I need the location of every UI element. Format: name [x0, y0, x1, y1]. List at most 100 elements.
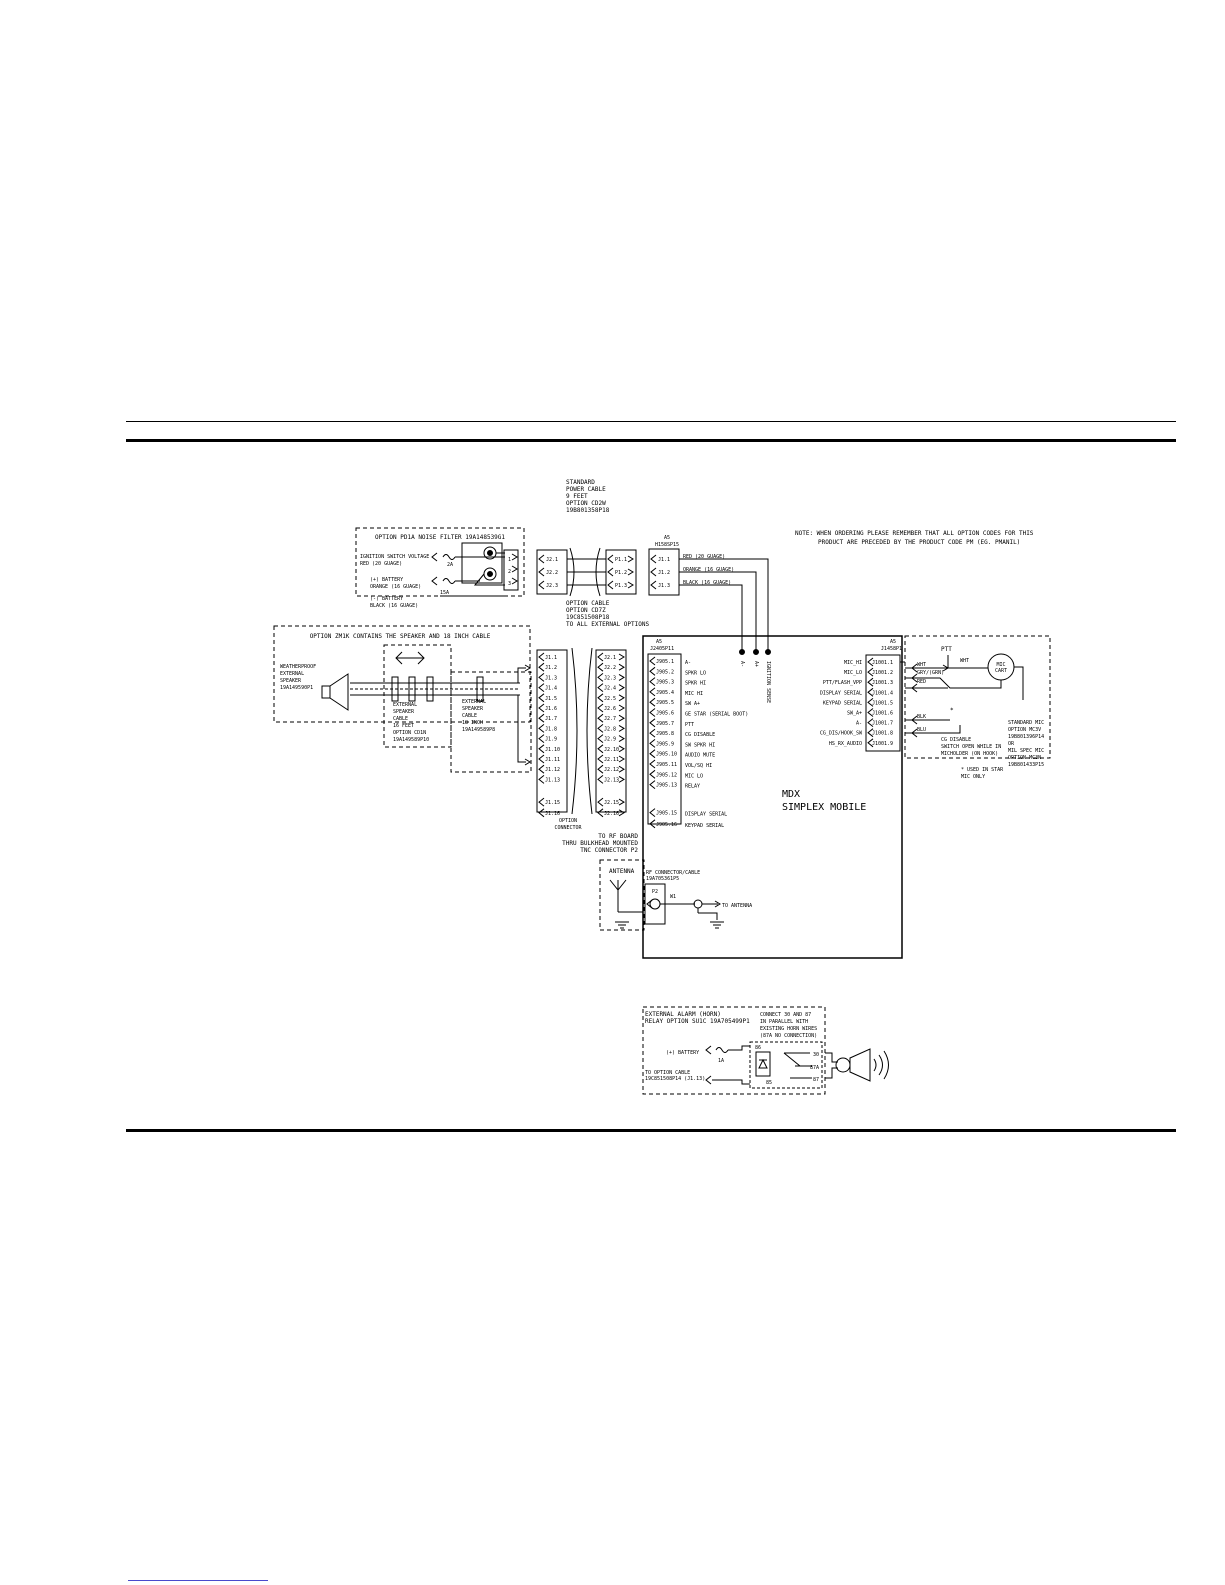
speaker-label: WEATHERPROOF: [280, 664, 316, 670]
j1001-signal: MIC_LO: [844, 670, 862, 676]
mic-wire-grn: GRY/(GRN): [917, 670, 944, 676]
cable-18in-label: 19A149589P8: [462, 727, 495, 733]
cable-ferrule-icon: [426, 676, 434, 702]
j2405-signal: A-: [685, 660, 691, 666]
j2405-pin: J905.3: [656, 680, 674, 686]
alarm-connect-note: (87A NO CONNECTION): [760, 1033, 817, 1039]
j1001-pin: J1001.3: [872, 680, 893, 686]
relay-pin-87a: 87A: [810, 1065, 819, 1071]
contact-chevron: [597, 673, 604, 682]
page-link-underline: [128, 1580, 268, 1581]
standard-mic-label: OPTION MC3V: [1008, 727, 1041, 733]
contact-chevron: [597, 713, 604, 723]
contact-chevron: [597, 662, 604, 672]
cg-disable-label: SWITCH OPEN WHILE IN: [941, 744, 1001, 750]
ignition-wire: [679, 558, 769, 652]
antenna-box: [599, 859, 645, 931]
mic-wire: [905, 725, 961, 734]
option-j2-pin: J2.11: [604, 757, 619, 763]
w1-label: W1: [670, 894, 676, 900]
fuse-15a-icon: [442, 578, 456, 584]
contact-chevron: [597, 652, 604, 662]
junction-dot-icon: [753, 649, 759, 655]
option-j2-pin: J2.3: [604, 675, 616, 681]
star-mic-footnote: * USED IN STAR: [961, 767, 1004, 773]
ext-cable-18in-box: [450, 671, 532, 773]
contact-chevron: [649, 677, 656, 686]
header-rule-thick: [126, 439, 1176, 442]
option-j2-pin: J2.4: [604, 686, 616, 692]
j1001-pin: J1001.5: [872, 700, 893, 706]
ignition-label: RED (20 GUAGE): [360, 561, 402, 567]
arrow-head: [618, 724, 625, 732]
alarm-wire: [712, 1079, 750, 1085]
cable-18in-label: 18 INCH: [462, 720, 483, 726]
a5-wire-label: BLACK (16 GUAGE): [683, 580, 731, 586]
j2405-pin: J905.5: [656, 700, 674, 706]
j2405-pin: J905.15: [656, 811, 677, 817]
arrow-head: [618, 745, 625, 753]
option-connector-caption: CONNECTOR: [554, 825, 582, 831]
junction-dot-icon: [739, 649, 745, 655]
j2405-signal: CG DISABLE: [685, 732, 715, 738]
j2405-signal: MIC LO: [685, 773, 703, 779]
arrow-head: [618, 809, 625, 817]
contact-chevron: [538, 724, 545, 733]
fuse-2a-label: 2A: [447, 562, 453, 568]
option-j1-pin: J1.13: [545, 777, 560, 783]
contact-chevron: [649, 749, 656, 759]
arrow-head: [627, 555, 634, 563]
contact-chevron: [649, 687, 656, 697]
contact-chevron: [597, 693, 604, 703]
arrow-head: [618, 755, 625, 763]
option-j1-pin: J1.15: [545, 800, 560, 806]
option-j2-pin: J2.13: [604, 777, 619, 783]
j1001-signal: MIC_HI: [844, 660, 862, 666]
contact-chevron: [649, 697, 656, 707]
mic-cart-label: CART: [995, 668, 1007, 674]
alarm-title: RELAY OPTION SU1C 19A705499P1: [645, 1018, 750, 1025]
j2405-pin: J905.4: [656, 690, 674, 696]
contact-chevron: [867, 718, 874, 727]
antenna-label: ANTENNA: [609, 868, 635, 875]
contact-chevron: [538, 580, 545, 590]
option-j2-pin: J2.2: [604, 665, 616, 671]
sound-wave-icon: [873, 1050, 889, 1080]
contact-chevron: [538, 683, 545, 692]
order-note: NOTE: WHEN ORDERING PLEASE REMEMBER THAT…: [795, 530, 1034, 537]
speaker-label: EXTERNAL: [280, 671, 304, 677]
j2405-signal: SW A+: [685, 701, 700, 707]
mdx-main-box: [642, 635, 903, 959]
j1001-pin: J1001.4: [872, 690, 893, 696]
contact-chevron: [597, 764, 604, 774]
j1001-signal: KEYPAD SERIAL: [823, 700, 862, 706]
arrow-head: [618, 684, 625, 692]
contact-chevron: [538, 797, 545, 807]
j2405-block: [647, 653, 682, 825]
alarm-cable-label: TO OPTION CABLE: [645, 1070, 690, 1076]
rf-connector-label: RF CONNECTOR/CABLE: [646, 870, 700, 876]
contact-chevron: [538, 754, 545, 764]
double-arrow-icon: [395, 651, 425, 665]
cable-16ft-label: EXTERNAL: [393, 702, 417, 708]
alarm-fuse-label: 1A: [718, 1058, 724, 1064]
contact-chevron: [597, 683, 604, 692]
tap-a-plus: A+: [753, 661, 759, 667]
contact-chevron: [431, 552, 438, 562]
relay-box: [749, 1041, 823, 1089]
contact-chevron: [705, 1075, 712, 1085]
mic-wire-wht: WHT: [960, 658, 969, 664]
speaker-icon: [329, 673, 349, 711]
contact-chevron: [538, 808, 545, 818]
contact-chevron: [649, 759, 656, 769]
cable-16ft-label: SPEAKER: [393, 709, 415, 715]
arrow-head: [618, 798, 625, 806]
speaker-wire-out: [508, 667, 526, 684]
j1001-ref: A5: [890, 639, 896, 645]
rf-board-label: THRU BULKHEAD MOUNTED: [562, 840, 638, 847]
standard-mic-label: OR: [1008, 741, 1015, 747]
contact-chevron: [867, 687, 874, 697]
option-j1-pin: J1.4: [545, 686, 557, 692]
contact-chevron: [650, 580, 657, 590]
